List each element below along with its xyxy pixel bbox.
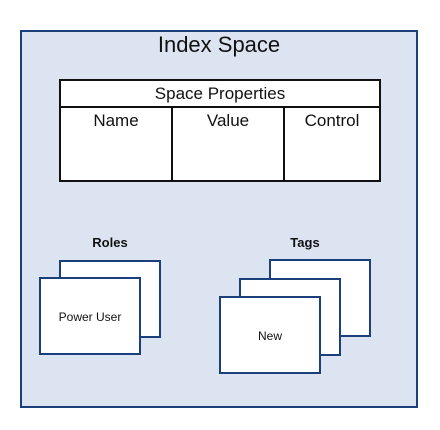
space-properties-table: Space Properties Name Value Control	[59, 79, 381, 182]
column-name: Name	[61, 108, 173, 180]
index-space-title: Index Space	[157, 32, 281, 57]
tag-card-label: New	[257, 329, 282, 343]
roles-label: Roles	[92, 235, 128, 250]
role-card-label: Power User	[58, 310, 122, 324]
column-value: Value	[173, 108, 285, 180]
tag-card-front: New	[219, 296, 321, 374]
space-properties-header: Space Properties	[61, 81, 379, 108]
tags-label: Tags	[290, 235, 320, 250]
column-control: Control	[304, 111, 360, 130]
role-card-front: Power User	[39, 277, 141, 355]
